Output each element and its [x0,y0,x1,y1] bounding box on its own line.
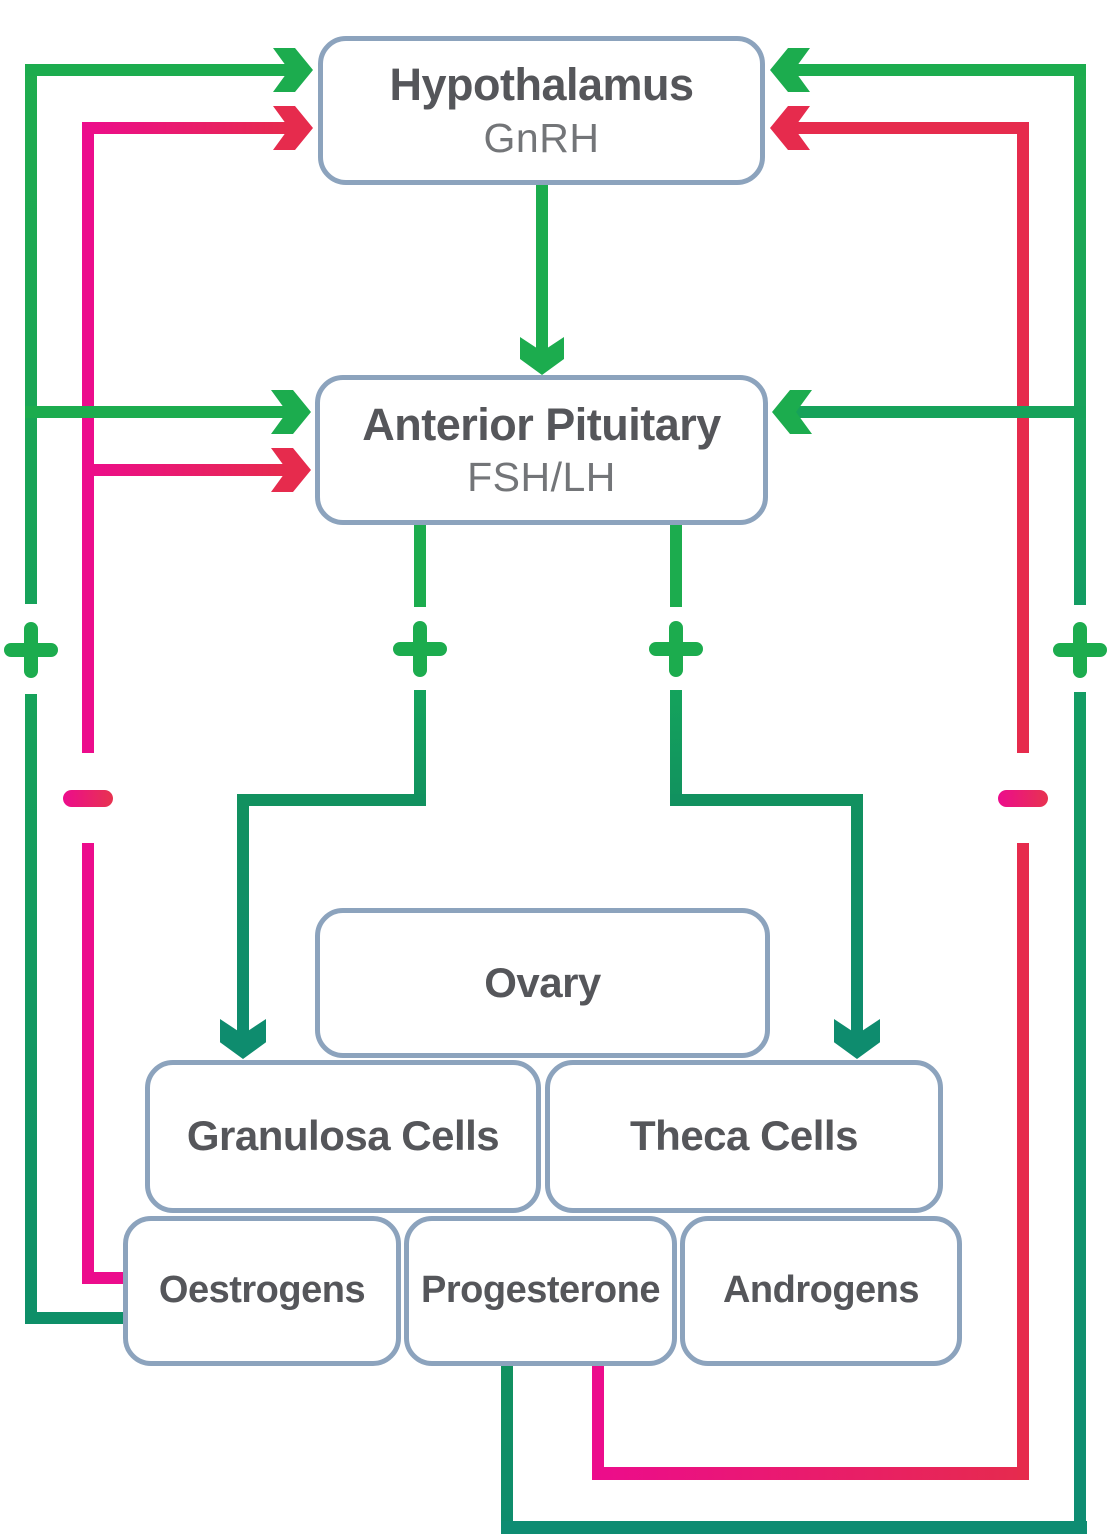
progesterone-negative-feedback-vertical-upper [1017,122,1029,753]
gnrh-to-pituitary-line [536,185,548,352]
progesterone-negative-feedback-vertical-lower [1017,843,1029,1480]
progesterone-negative-feedback-stub [592,1366,604,1479]
node-progesterone: Progesterone [404,1216,677,1366]
lh-to-theca-vertical [851,794,863,1035]
node-subtitle: GnRH [483,114,600,161]
node-title: Theca Cells [630,1112,858,1160]
oestrogen-positive-to-pituitary-line [25,406,287,418]
node-androgens: Androgens [680,1216,962,1366]
progesterone-positive-feedback-stub [501,1366,513,1534]
progesterone-negative-feedback-bottom [592,1467,1029,1480]
fsh-to-granulosa-elbow [237,794,426,806]
fsh-to-granulosa-vertical [237,794,249,1035]
node-title: Progesterone [421,1269,660,1312]
node-title: Granulosa Cells [186,1112,500,1160]
node-ovary: Ovary [315,908,770,1058]
oestrogen-negative-feedback-stub [82,1272,127,1284]
plus-icon [649,621,703,677]
node-title: Hypothalamus [389,59,694,111]
node-title: Anterior Pituitary [362,398,721,450]
fsh-to-granulosa-segment-upper [414,525,426,607]
node-oestrogens: Oestrogens [123,1216,401,1366]
plus-icon [1053,622,1107,678]
oestrogen-positive-to-hypothalamus-line [25,64,289,76]
progesterone-negative-to-hypothalamus-line [792,122,1029,134]
oestrogen-negative-to-pituitary-line [82,464,287,476]
lh-to-theca-segment-lower [670,690,682,806]
node-subtitle: FSH/LH [467,454,616,501]
node-theca-cells: Theca Cells [545,1060,943,1213]
lh-to-theca-segment-upper [670,525,682,607]
progesterone-positive-feedback-bottom [501,1521,1087,1534]
minus-icon [63,790,113,807]
progesterone-positive-to-pituitary-line [794,406,1086,418]
node-anterior-pituitary: Anterior Pituitary FSH/LH [315,375,768,525]
oestrogen-negative-to-hypothalamus-line [82,122,289,134]
node-title: Oestrogens [158,1269,366,1312]
oestrogen-negative-feedback-vertical-lower [82,843,94,1284]
fsh-to-granulosa-segment-lower [414,690,426,806]
oestrogen-positive-feedback-vertical-lower [25,694,37,1324]
oestrogen-positive-feedback-stub [25,1312,127,1324]
oestrogen-positive-feedback-vertical-upper [25,64,37,604]
node-granulosa-cells: Granulosa Cells [145,1060,541,1213]
plus-icon [4,622,58,678]
progesterone-positive-to-hypothalamus-line [792,64,1086,76]
node-title: Androgens [722,1269,920,1312]
node-hypothalamus: Hypothalamus GnRH [318,36,765,185]
minus-icon [998,790,1048,807]
lh-to-theca-elbow [670,794,863,806]
oestrogen-negative-feedback-vertical-upper [82,122,94,753]
progesterone-positive-feedback-vertical-upper [1074,64,1086,605]
node-title: Ovary [484,958,601,1006]
plus-icon [393,621,447,677]
progesterone-positive-feedback-vertical-lower [1074,692,1086,1534]
